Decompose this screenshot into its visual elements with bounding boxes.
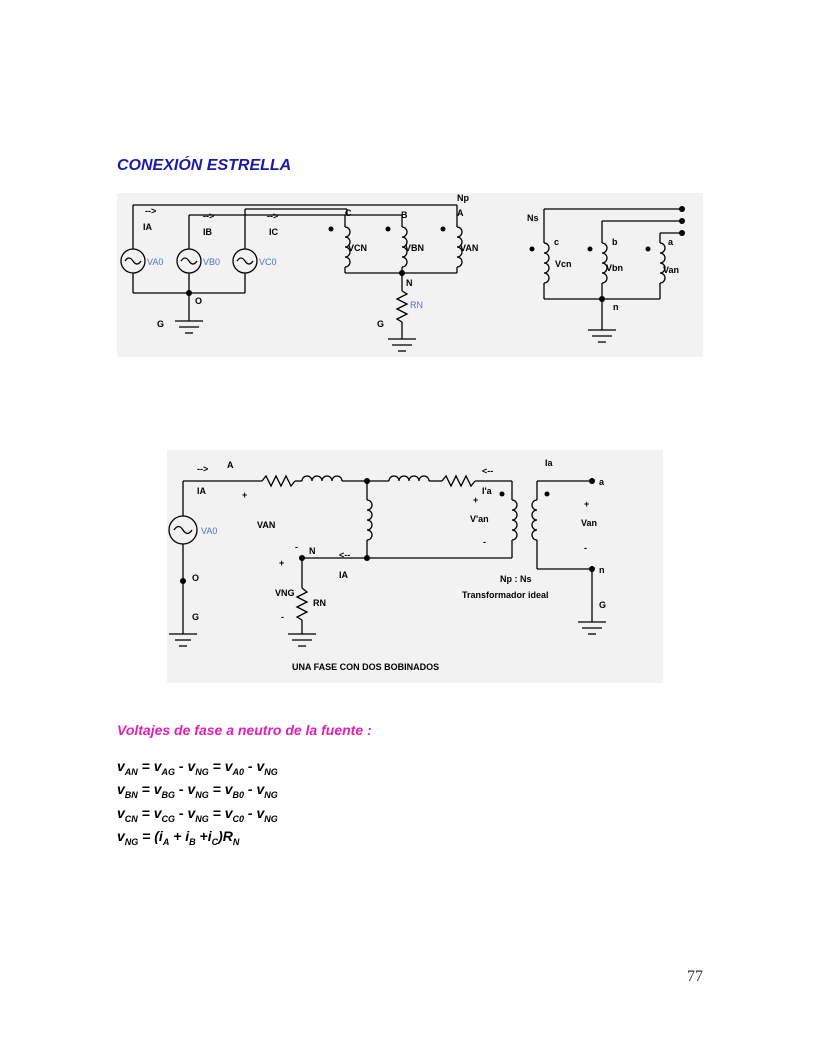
- label-vc0: VC0: [259, 257, 277, 267]
- label-np: Np: [457, 193, 469, 203]
- label-va0: VA0: [147, 257, 163, 267]
- equation-vbn: vBN = vBG - vNG = vB0 - vNG: [117, 781, 278, 801]
- minus-vng: -: [281, 612, 284, 622]
- label-g2: G: [377, 319, 384, 329]
- label-ia-n: IA: [339, 570, 349, 580]
- label-g2: G: [599, 600, 606, 610]
- minus-vpan: -: [483, 537, 486, 547]
- label-va0: VA0: [201, 526, 217, 536]
- label-van-sec: Van: [663, 265, 679, 275]
- label-van: VAN: [257, 520, 275, 530]
- label-ipa: I'a: [482, 486, 493, 496]
- plus-vng: +: [279, 558, 284, 568]
- label-a-sec: a: [668, 237, 674, 247]
- label-vcn: VCN: [348, 243, 367, 253]
- label-rn: RN: [410, 300, 423, 310]
- label-n: N: [406, 278, 413, 288]
- label-van-sec: Van: [581, 518, 597, 528]
- label-a: A: [227, 460, 234, 470]
- wye-circuit-svg: --> --> --> IA IB IC VA0 VB0 VC0 O G C B…: [120, 193, 685, 352]
- minus-van-sec: -: [584, 543, 587, 553]
- arrow-a: -->: [197, 464, 208, 474]
- wye-connection-diagram: --> --> --> IA IB IC VA0 VB0 VC0 O G C B…: [117, 193, 703, 357]
- label-b-sec: b: [612, 237, 618, 247]
- label-van: VAN: [460, 243, 478, 253]
- arrow-ic: -->: [267, 211, 278, 221]
- label-ib: IB: [203, 227, 213, 237]
- label-ratio: Np : Ns: [500, 574, 532, 584]
- arrow-ia: -->: [145, 206, 156, 216]
- label-ic: IC: [269, 227, 279, 237]
- label-rn: RN: [313, 598, 326, 608]
- label-ns: Ns: [527, 213, 539, 223]
- label-vb0: VB0: [203, 257, 220, 267]
- label-g1: G: [157, 319, 164, 329]
- label-transformer: Transformador ideal: [462, 590, 549, 600]
- equations-block: vAN = vAG - vNG = vA0 - vNG vBN = vBG - …: [117, 758, 278, 851]
- arrow-ib: -->: [203, 211, 214, 221]
- label-n-sec: n: [613, 302, 619, 312]
- label-vcn-sec: Vcn: [555, 259, 572, 269]
- plus-vpan: +: [473, 495, 478, 505]
- label-vpan: V'an: [470, 514, 489, 524]
- label-vng: VNG: [275, 588, 295, 598]
- label-b: B: [401, 210, 408, 220]
- label-vbn-sec: Vbn: [606, 263, 623, 273]
- equation-van: vAN = vAG - vNG = vA0 - vNG: [117, 758, 278, 777]
- single-phase-svg: --> A IA + VAN VA0 O G - N <-- IA + VNG …: [168, 458, 606, 672]
- label-o: O: [192, 573, 199, 583]
- single-phase-diagram: --> A IA + VAN VA0 O G - N <-- IA + VNG …: [167, 450, 663, 683]
- plus-van: +: [242, 490, 247, 500]
- equation-vng: vNG = (iA + iB +iC)RN: [117, 827, 240, 847]
- label-c: C: [345, 208, 352, 218]
- label-g1: G: [192, 612, 199, 622]
- label-a: A: [457, 208, 464, 218]
- figure-caption: UNA FASE CON DOS BOBINADOS: [292, 662, 439, 672]
- equations-subtitle: Voltajes de fase a neutro de la fuente :: [117, 722, 372, 738]
- label-ia-sec: Ia: [545, 458, 554, 468]
- label-ia: IA: [197, 486, 207, 496]
- section-heading: CONEXIÓN ESTRELLA: [117, 157, 292, 174]
- arrow-n: <--: [339, 550, 350, 560]
- minus-van: -: [295, 542, 298, 552]
- label-ia: IA: [143, 222, 153, 232]
- label-o: O: [195, 296, 202, 306]
- page-number: 77: [687, 968, 703, 985]
- label-a-sec: a: [599, 477, 605, 487]
- plus-van-sec: +: [584, 499, 589, 509]
- label-n-sec: n: [599, 565, 605, 575]
- arrow-ipa: <--: [482, 466, 493, 476]
- label-vbn: VBN: [405, 243, 424, 253]
- equation-vcn: vCN = vCG - vNG = vC0 - vNG: [117, 804, 278, 824]
- label-n: N: [309, 546, 316, 556]
- label-c-sec: c: [554, 237, 559, 247]
